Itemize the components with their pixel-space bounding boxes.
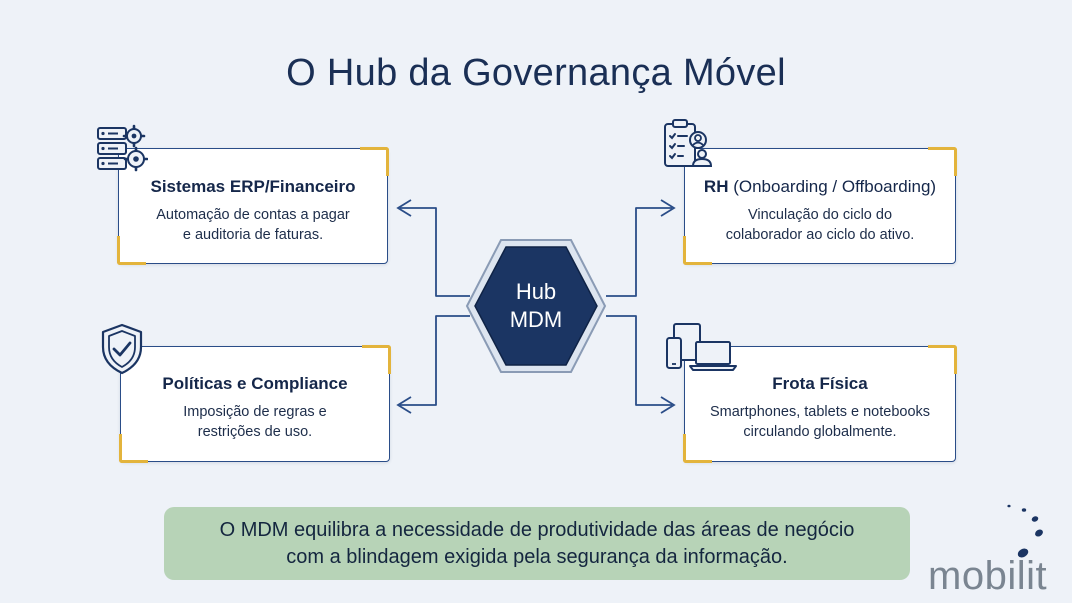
card-rh-title: RH (Onboarding / Offboarding) [685,177,955,197]
card-corner-accent [119,434,148,463]
connector-rh [606,207,672,297]
card-corner-accent [683,236,712,265]
card-erp-title: Sistemas ERP/Financeiro [150,177,356,196]
server-gears-icon [97,124,148,172]
card-rh-desc: Vinculação do ciclo do colaborador ao ci… [685,205,955,245]
card-fleet-title: Frota Física [772,374,868,393]
arrow-policies [396,396,412,414]
card-corner-accent [117,236,146,265]
page-title: O Hub da Governança Móvel [286,52,786,94]
clipboard-people-icon [664,119,713,167]
card-erp-desc-line1: Automação de contas a pagar [156,207,350,223]
card-rh: RH (Onboarding / Offboarding) Vinculação… [683,147,957,265]
card-erp-desc: Automação de contas a pagar e auditoria … [119,205,387,245]
hub-label: Hub MDM [470,278,602,334]
summary-banner-line1: O MDM equilibra a necessidade de produti… [219,518,855,541]
card-policies-desc-line2: restrições de uso. [197,424,313,440]
hub-label-line1: Hub [515,279,557,304]
card-rh-desc-line1: Vinculação do ciclo do [747,207,893,223]
card-fleet: Frota Física Smartphones, tablets e note… [683,345,957,463]
hub-label-line2: MDM [509,307,563,332]
card-rh-title-bold: RH [703,177,729,196]
arrow-erp [396,199,412,217]
shield-check-icon [101,323,143,375]
card-corner-accent [928,345,957,374]
connector-erp [400,207,470,297]
card-policies: Políticas e Compliance Imposição de regr… [119,345,391,463]
connector-fleet [606,315,672,406]
card-erp-desc-line2: e auditoria de faturas. [182,227,324,243]
card-fleet-desc-line2: circulando globalmente. [743,424,897,440]
card-erp: Sistemas ERP/Financeiro Automação de con… [117,147,389,265]
arrow-rh [660,199,676,217]
hub-hexagon [474,246,598,366]
card-policies-desc-line1: Imposição de regras e [183,404,327,420]
logo-swoosh-icon [1007,504,1043,558]
card-corner-accent [928,147,957,176]
mobilit-logo: mobilit [922,500,1072,603]
summary-banner-line2: com a blindagem exigida pela segurança d… [286,545,788,568]
card-fleet-desc-line1: Smartphones, tablets e notebooks [709,404,931,420]
card-corner-accent [360,147,389,176]
arrow-fleet [660,396,676,414]
connector-policies [400,315,470,406]
card-fleet-desc: Smartphones, tablets e notebooks circula… [685,402,955,442]
devices-icon [666,323,737,371]
card-rh-title-rest: (Onboarding / Offboarding) [728,177,937,196]
card-policies-title: Políticas e Compliance [162,374,348,393]
logo-text: mobilit [928,554,1048,598]
card-corner-accent [362,345,391,374]
card-corner-accent [683,434,712,463]
card-rh-desc-line2: colaborador ao ciclo do ativo. [725,227,915,243]
summary-banner: O MDM equilibra a necessidade de produti… [164,507,910,580]
card-policies-desc: Imposição de regras e restrições de uso. [121,402,389,442]
